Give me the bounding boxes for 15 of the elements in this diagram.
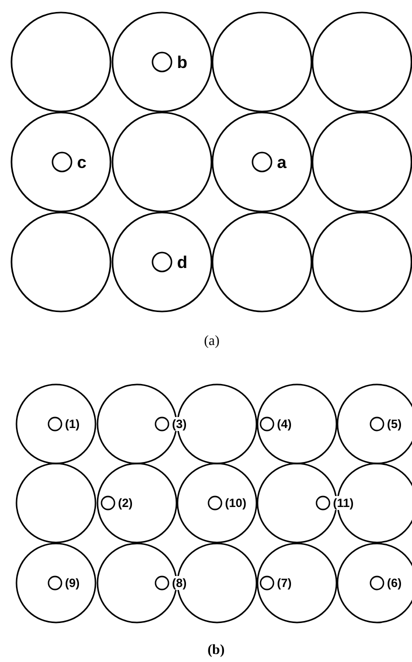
site-label: (7) [276,576,293,590]
site-label: (2) [117,496,134,510]
site-label: (3) [171,417,188,431]
site-label: (11) [332,496,355,510]
site-label: (4) [276,417,293,431]
panel-caption: (a) [204,335,220,349]
panel-caption: (b) [208,644,225,658]
site-label: (1) [64,417,81,431]
site-label: (5) [386,417,403,431]
site-label: d [176,252,188,272]
site-label: (10) [224,496,248,510]
site-label: (9) [64,576,81,590]
site-label: (6) [386,576,403,590]
site-label: b [176,52,188,72]
site-label: (8) [171,576,188,590]
